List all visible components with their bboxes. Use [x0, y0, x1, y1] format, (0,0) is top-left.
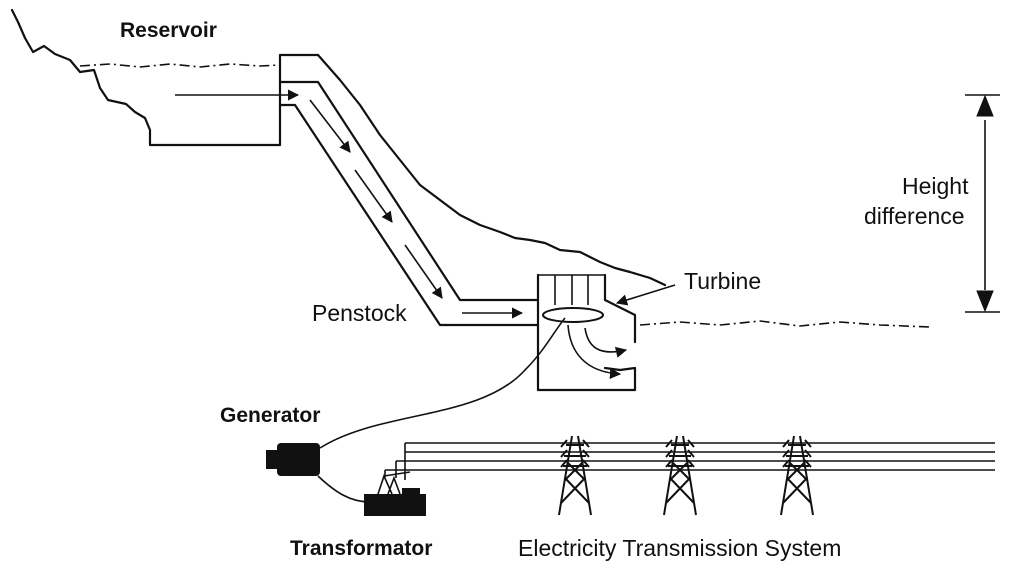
generator-body	[277, 443, 320, 476]
generator	[266, 317, 566, 503]
penstock-outer-wall	[278, 103, 540, 327]
transformator-body	[364, 494, 426, 516]
penstock-flow-arrow-3	[404, 244, 443, 299]
draft-tube-flow	[584, 327, 628, 358]
height-arrow-up-head	[976, 94, 994, 117]
turbine-label: Turbine	[684, 268, 762, 294]
tailwater-surface	[639, 320, 931, 328]
tower-lattice	[663, 435, 697, 516]
generator-shaft	[266, 450, 279, 469]
transformator	[364, 471, 426, 516]
reservoir-terrain	[10, 8, 282, 147]
transformator-label: Transformator	[290, 537, 433, 560]
height-difference-label-line-1: Height	[902, 173, 969, 199]
height-arrow-down-head	[976, 290, 994, 313]
hillside-profile	[316, 53, 667, 287]
penstock-flow-arrow-1	[309, 99, 351, 153]
powerhouse	[536, 273, 931, 392]
turbine-runner	[542, 307, 604, 323]
dam-top	[278, 53, 320, 107]
transformator-cap	[402, 488, 420, 496]
height-difference-indicator	[965, 94, 1000, 313]
generator-to-transformator-cable	[317, 475, 371, 503]
tower-lattice	[780, 435, 814, 516]
reservoir-water-surface	[79, 63, 281, 68]
transmission-tower	[780, 435, 814, 516]
penstock-inner-wall	[278, 80, 540, 302]
reservoir	[10, 8, 300, 147]
transmission-tower	[663, 435, 697, 516]
turbine-pointer	[615, 284, 676, 306]
generator-to-turbine-cable	[319, 317, 566, 449]
draft-tube-flow	[567, 324, 622, 380]
transmission-label: Electricity Transmission System	[518, 535, 842, 561]
tower-lattice	[558, 435, 592, 516]
penstock-label: Penstock	[312, 300, 407, 326]
height-difference-label-line-2: difference	[864, 203, 965, 229]
transmission-system	[384, 435, 995, 516]
transmission-tower	[558, 435, 592, 516]
powerhouse-right-wall	[603, 273, 637, 344]
reservoir-label: Reservoir	[120, 19, 217, 42]
generator-label: Generator	[220, 404, 321, 427]
penstock-flow-arrow-2	[354, 169, 393, 223]
penstock	[278, 53, 667, 327]
